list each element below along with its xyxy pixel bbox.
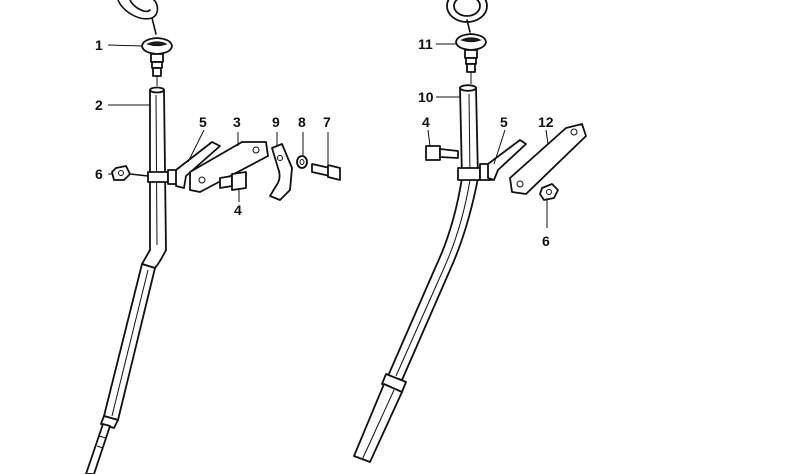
callout-left-7: 7	[323, 114, 331, 130]
left-dipstick-handle	[117, 0, 159, 20]
left-bracket-3	[189, 141, 269, 193]
left-leader-lines	[107, 44, 329, 200]
right-bracket-5	[487, 139, 527, 181]
right-leader-lines	[427, 43, 549, 228]
left-dipstick-assembly	[85, 0, 341, 474]
right-seal-cap	[455, 33, 487, 84]
left-bolt-7	[311, 163, 341, 181]
right-dipstick-assembly	[353, 0, 587, 463]
callout-left-3: 3	[233, 114, 241, 130]
callout-left-2: 2	[95, 97, 103, 113]
right-bolt-4	[425, 145, 459, 161]
right-dipstick-ring-handle	[446, 0, 488, 33]
left-bolt-4	[219, 171, 247, 202]
callout-left-4: 4	[234, 202, 242, 218]
left-washer-8	[296, 155, 308, 169]
callout-right-6: 6	[542, 233, 550, 249]
right-guide-tube	[353, 84, 493, 463]
callout-left-5: 5	[199, 114, 207, 130]
left-nut-6	[111, 165, 149, 181]
right-bracket-12	[509, 123, 587, 195]
right-nut-6	[539, 183, 559, 201]
left-bracket-5	[175, 141, 221, 189]
left-seal-cap	[141, 37, 173, 86]
callout-right-11: 11	[418, 36, 433, 52]
callout-left-9: 9	[272, 114, 280, 130]
left-clip-9	[269, 143, 293, 201]
left-guide-tube	[85, 86, 179, 474]
callout-right-4: 4	[422, 114, 430, 130]
callout-left-8: 8	[298, 114, 306, 130]
callout-right-5: 5	[500, 114, 508, 130]
callout-right-12: 12	[538, 114, 554, 130]
callout-right-10: 10	[418, 89, 434, 105]
callout-left-6: 6	[95, 166, 103, 182]
callout-left-1: 1	[95, 37, 103, 53]
